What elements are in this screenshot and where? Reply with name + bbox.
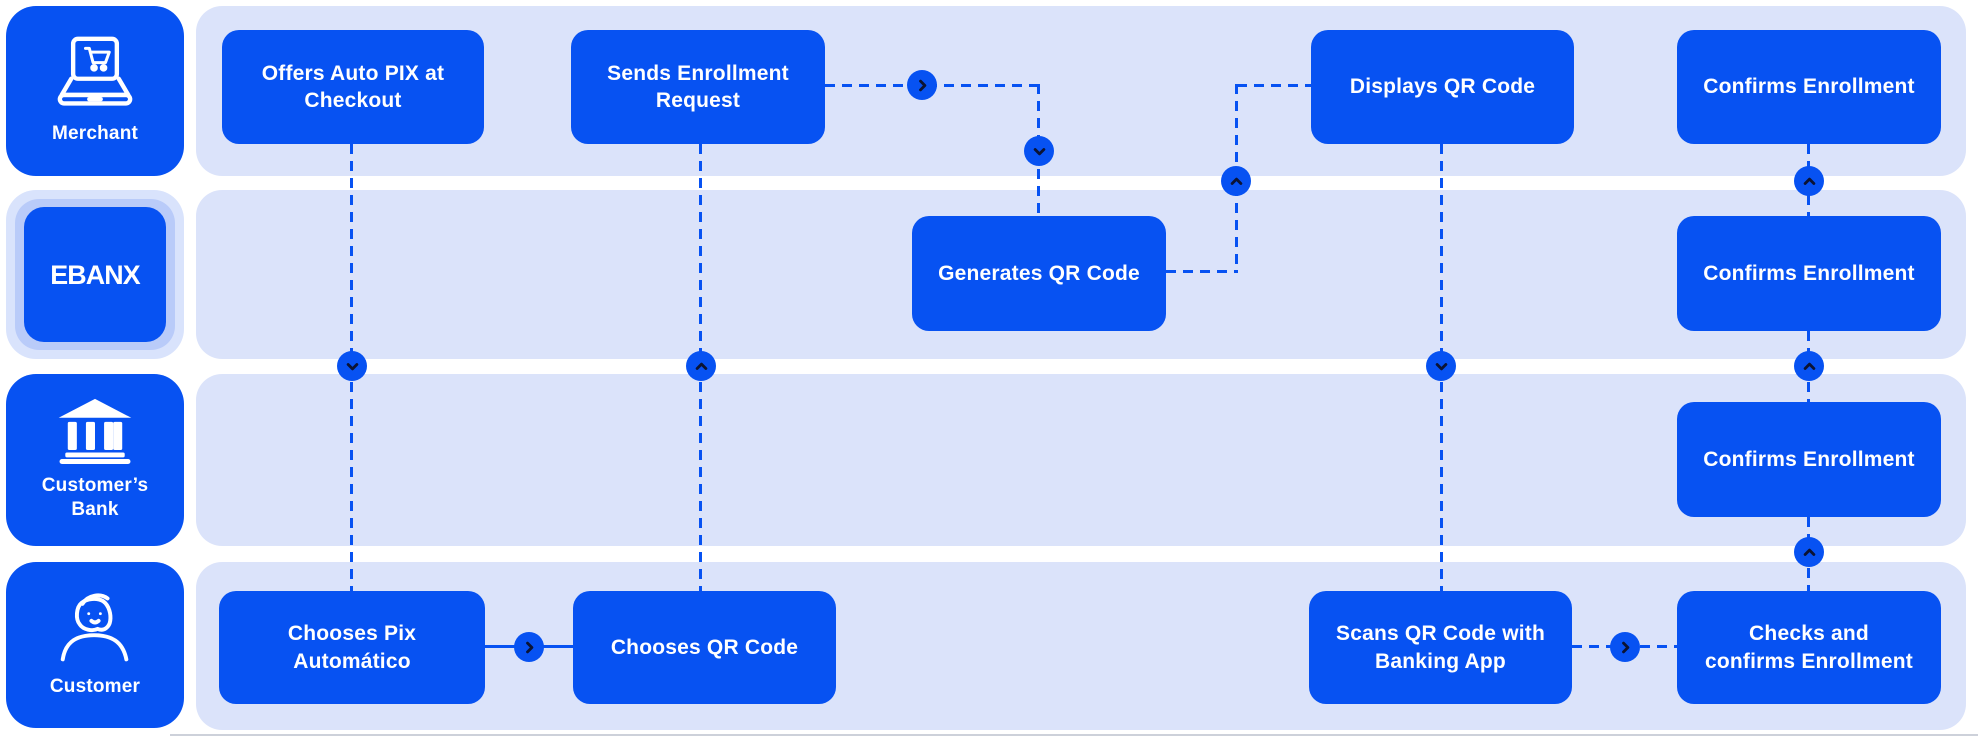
connector-generates-to-displays-horizontal-1	[1166, 270, 1238, 273]
actor-card-customers-bank: Customer’s Bank	[6, 374, 184, 546]
arrow-up-icon	[1794, 351, 1824, 381]
laptop-cart-icon	[49, 36, 141, 112]
node-checks-confirms: Checks and confirms Enrollment	[1677, 591, 1941, 704]
node-bank-confirms: Confirms Enrollment	[1677, 402, 1941, 517]
node-chooses-pix: Chooses Pix Automático	[219, 591, 485, 704]
node-scans-qr: Scans QR Code with Banking App	[1309, 591, 1572, 704]
connector-generates-to-displays-horizontal-2	[1237, 84, 1311, 87]
ebanx-card: EBANX	[24, 207, 166, 342]
actor-label-customers-bank: Customer’s Bank	[41, 475, 149, 520]
actor-card-merchant: Merchant	[6, 6, 184, 176]
person-icon	[52, 591, 138, 665]
arrow-up-icon	[1221, 166, 1251, 196]
arrow-right-icon	[1610, 632, 1640, 662]
arrow-right-icon	[514, 632, 544, 662]
actor-label-merchant: Merchant	[51, 123, 139, 145]
bottom-divider	[170, 734, 1978, 736]
arrow-right-icon	[907, 70, 937, 100]
arrow-down-icon	[337, 351, 367, 381]
arrow-down-icon	[1426, 351, 1456, 381]
node-merchant-confirms: Confirms Enrollment	[1677, 30, 1941, 144]
node-generates-qr: Generates QR Code	[912, 216, 1166, 331]
node-sends-enrollment: Sends Enrollment Request	[571, 30, 825, 144]
node-offers-auto-pix: Offers Auto PIX at Checkout	[222, 30, 484, 144]
node-ebanx-confirms: Confirms Enrollment	[1677, 216, 1941, 331]
arrow-down-icon	[1024, 136, 1054, 166]
ebanx-card-ring: EBANX	[15, 199, 175, 350]
actor-label-customer: Customer	[49, 676, 141, 698]
lane-customers-bank	[196, 374, 1966, 546]
arrow-up-icon	[1794, 166, 1824, 196]
arrow-up-icon	[1794, 537, 1824, 567]
actor-card-customer: Customer	[6, 562, 184, 728]
bank-icon	[57, 398, 133, 465]
arrow-up-icon	[686, 351, 716, 381]
node-chooses-qr: Chooses QR Code	[573, 591, 836, 704]
actor-card-ebanx: EBANX	[6, 190, 184, 359]
ebanx-logo: EBANX	[34, 258, 156, 292]
node-displays-qr: Displays QR Code	[1311, 30, 1574, 144]
ebanx-logo-text: EBANX	[50, 259, 140, 289]
lane-merchant	[196, 6, 1966, 176]
